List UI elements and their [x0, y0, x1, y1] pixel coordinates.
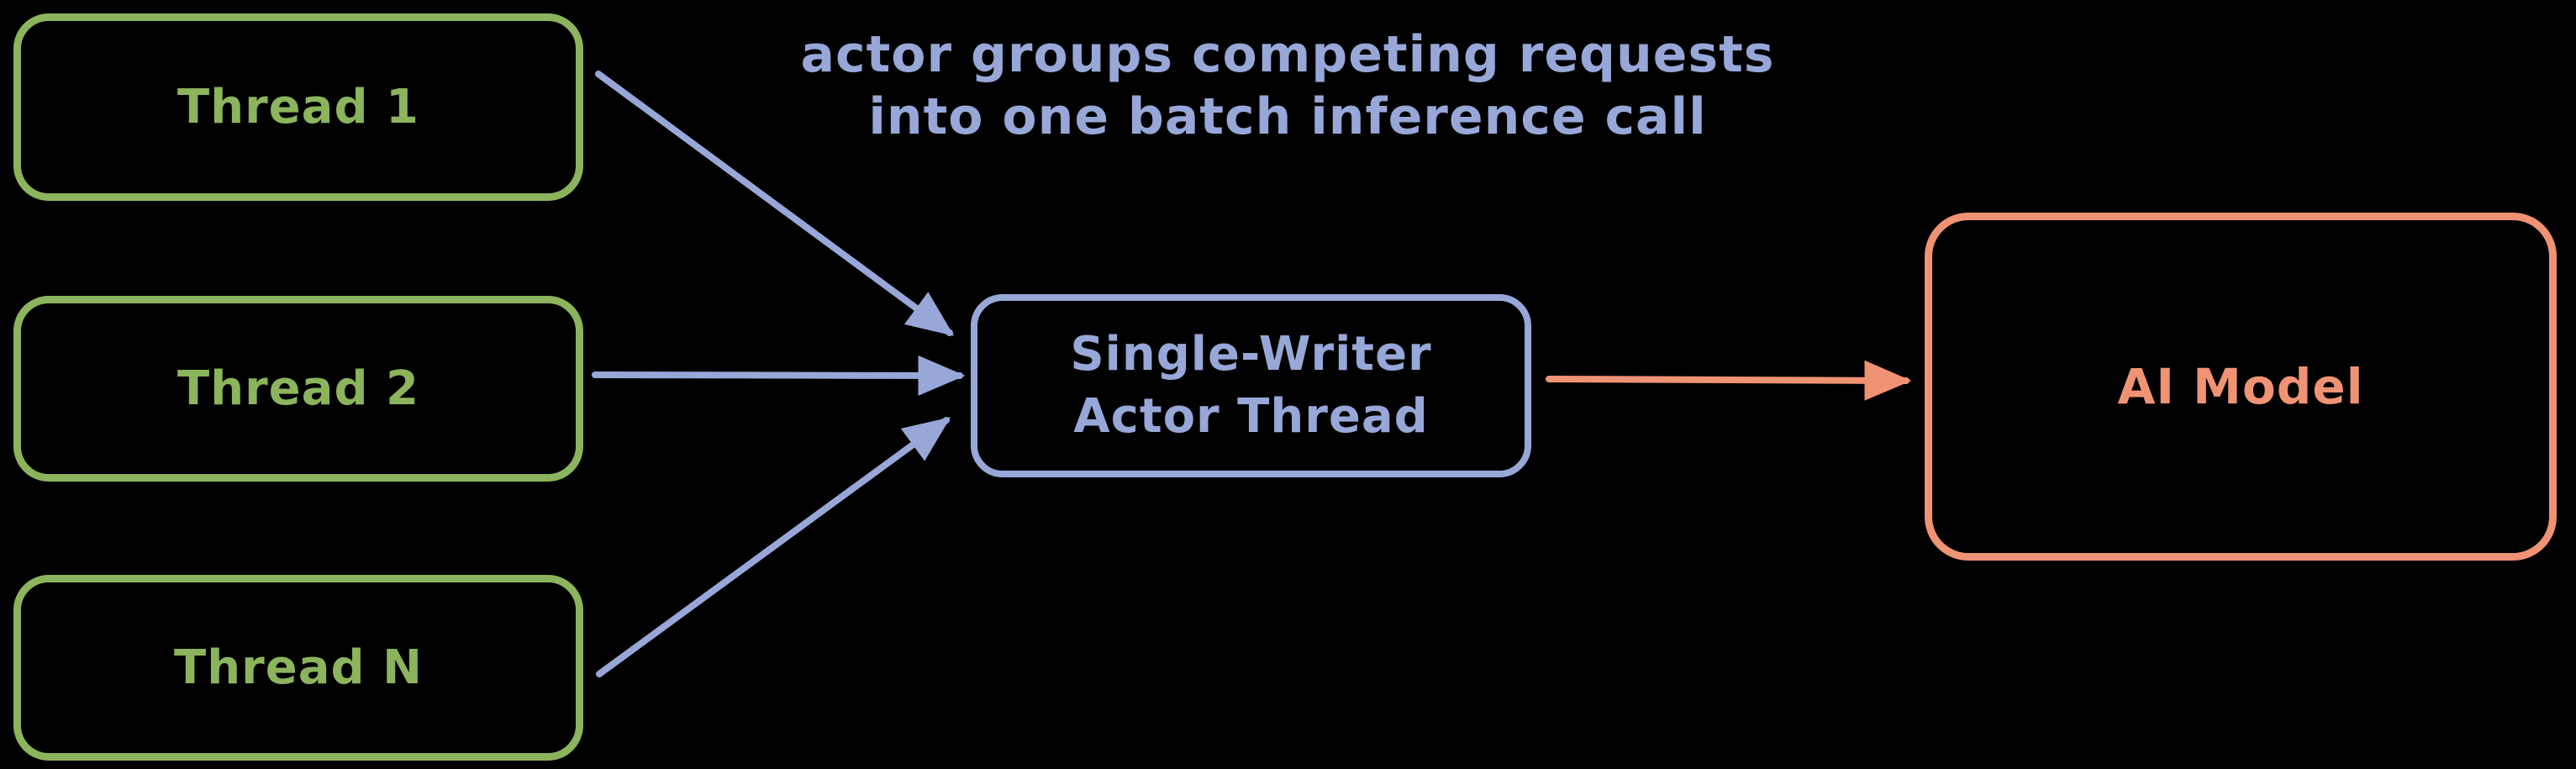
- caption-line-1: actor groups competing requests: [800, 25, 1775, 84]
- arrow-thread2-to-actor: [592, 355, 966, 396]
- node-thread-1: Thread 1: [13, 13, 583, 201]
- node-thread-2: Thread 2: [13, 296, 583, 482]
- node-ai-model-label: AI Model: [2117, 358, 2364, 415]
- arrow-actor-to-ai-model: [1546, 360, 1912, 401]
- caption-batching-note: actor groups competing requests into one…: [783, 24, 1792, 148]
- node-actor-label-line-1: Single-Writer: [1070, 327, 1432, 382]
- node-single-writer-actor-thread: Single-Writer Actor Thread: [971, 294, 1531, 477]
- node-ai-model: AI Model: [1925, 213, 2557, 561]
- node-actor-label-line-2: Actor Thread: [1073, 389, 1429, 444]
- node-thread-2-label: Thread 2: [177, 361, 419, 416]
- node-thread-n-label: Thread N: [174, 640, 423, 695]
- arrow-threadN-to-actor: [596, 417, 951, 677]
- caption-line-2: into one batch inference call: [868, 87, 1707, 146]
- node-thread-1-label: Thread 1: [177, 80, 419, 134]
- node-thread-n: Thread N: [13, 575, 583, 761]
